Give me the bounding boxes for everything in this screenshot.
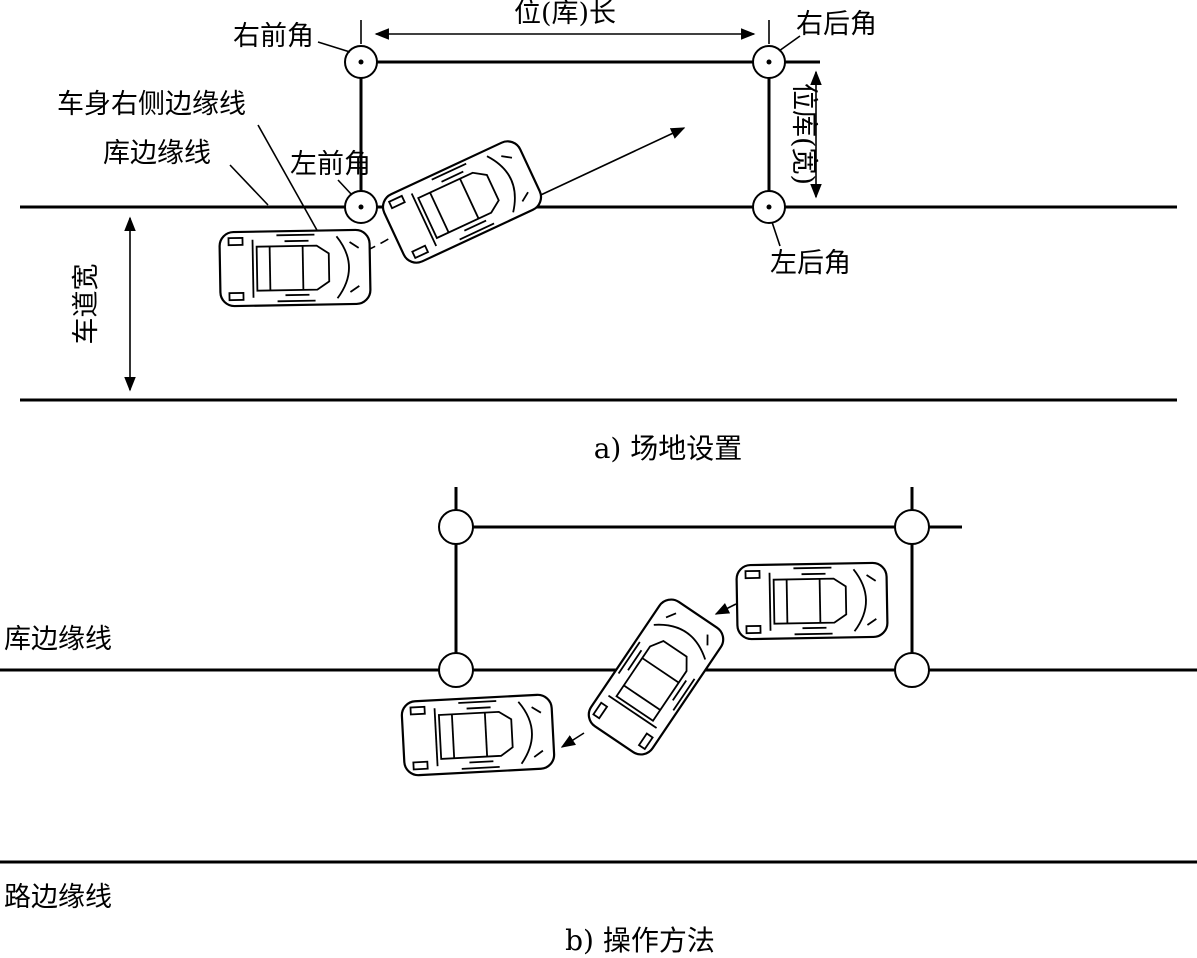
left-front-corner-label: 左前角 [290,149,371,180]
lane-width-label: 车道宽 [71,264,102,345]
caption-b: b) 操作方法 [565,924,715,957]
caption-a: a) 场地设置 [594,432,743,465]
bay-edge-leader-a [229,164,269,206]
right-front-leader [317,41,351,53]
marker-left-rear [752,190,786,224]
panel-a: 位(库)长 位库(宽) 车道宽 右前角 右后角 左前角 左后角 车身右侧边缘线 [20,0,1177,465]
marker-b-top-left [438,509,474,545]
right-rear-corner-label: 右后角 [796,9,877,40]
left-rear-corner-label: 左后角 [770,248,851,279]
motion-arrow-b-2 [560,732,585,748]
marker-left-front [344,190,378,224]
car-a-start [218,228,372,308]
car-b-reversing [582,593,730,761]
right-front-corner-label: 右前角 [233,21,314,52]
trajectory-arrow [529,127,686,201]
road-edge-label-b: 路边缘线 [4,882,112,913]
marker-right-front [344,45,378,79]
bay-width-label: 位库(宽) [788,83,819,185]
marker-b-bottom-left [438,652,474,688]
bay-edge-label-b: 库边缘线 [4,624,112,655]
body-right-edge-leader [257,124,319,233]
right-rear-leader [778,35,801,52]
marker-right-rear [752,45,786,79]
bay-edge-label-a: 库边缘线 [103,138,211,169]
marker-b-bottom-right [894,652,930,688]
marker-b-top-right [894,509,930,545]
car-b-parked [735,561,889,641]
car-a-turning [377,135,547,269]
left-rear-leader [771,221,781,247]
bay-length-label: 位(库)长 [514,0,616,29]
left-front-leader [337,179,353,196]
motion-arrow-b-1 [714,603,737,615]
car-b-exiting [400,693,556,777]
panel-b: 库边缘线 路边缘线 b) 操作方法 [0,487,1197,957]
body-right-edge-label: 车身右侧边缘线 [57,89,246,120]
